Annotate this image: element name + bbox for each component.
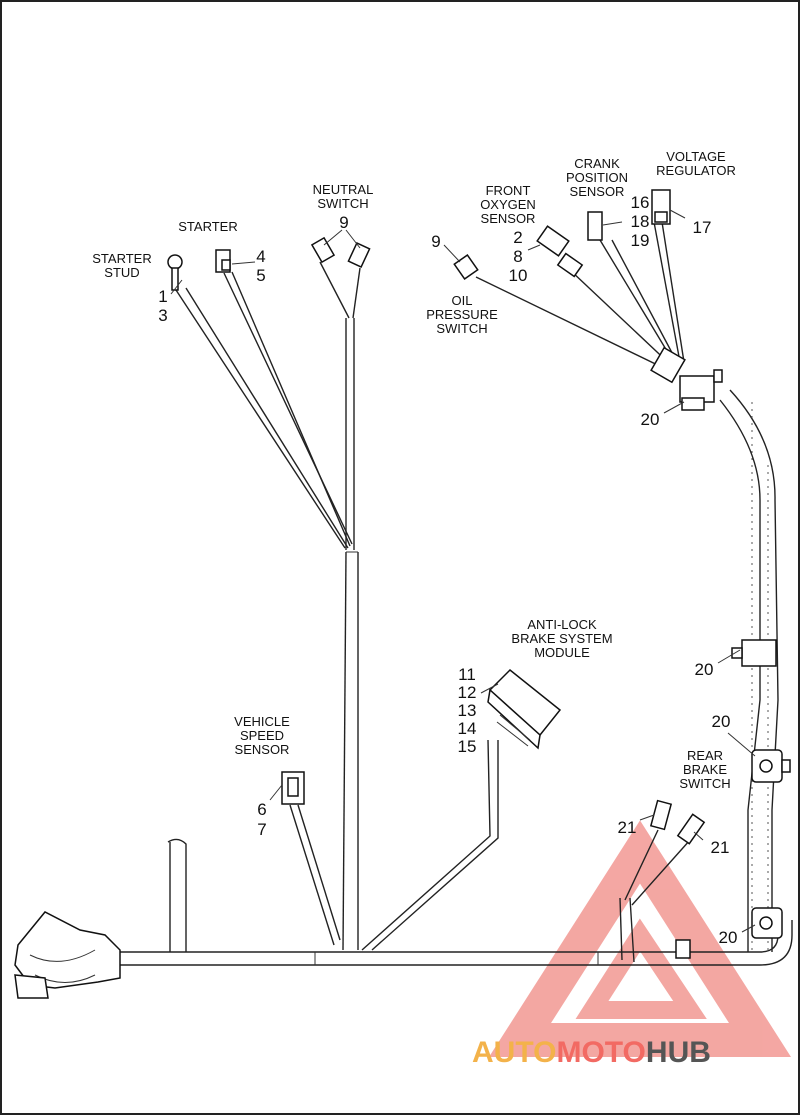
watermark-text: AUTOMOTOHUB [472,1036,711,1069]
label-front-oxygen-sensor: FRONT OXYGEN SENSOR [480,183,536,226]
label-line: POSITION [566,170,628,185]
callout-number: 5 [256,266,265,285]
label-line: OXYGEN [480,197,536,212]
callout-number: 1 [158,287,167,306]
label-line: SPEED [240,728,284,743]
watermark-hub: HUB [646,1036,711,1069]
rear-brake-switch-connector-left [649,799,673,831]
label-line: OIL [452,293,473,308]
neutral-switch-connector-left [310,236,336,264]
label-starter-stud: STARTER STUD [92,251,151,280]
label-line: REAR [687,748,723,763]
callout-voltage-regulator: 17 [693,218,712,237]
callout-number: 4 [256,247,265,266]
crank-position-sensor-connector [587,211,603,241]
callout-number: 6 [257,800,266,819]
harness-clip-rear-1 [751,749,791,783]
label-line: STARTER [92,251,151,266]
watermark-logo [488,820,792,1057]
callouts-vehicle-speed-sensor: 6 7 [257,800,266,839]
callout-rear-brake-switch-left: 21 [618,818,637,837]
leader-lines [170,209,756,933]
trunk-clip [675,939,691,959]
label-line: BRAKE SYSTEM [511,631,612,646]
label-line: FRONT [486,183,531,198]
callout-number: 12 [458,683,477,702]
callout-number: 15 [458,737,477,756]
label-line: SWITCH [436,321,487,336]
callout-oil-pressure-switch: 9 [431,232,440,251]
label-starter: STARTER [178,219,237,234]
neutral-switch-connector-right [347,241,371,269]
main-harness-connector [14,911,121,999]
harness-clip-rear-2 [751,907,783,939]
callout-number: 11 [458,665,476,684]
callout-number: 3 [158,306,167,325]
harness-clip-mid [731,639,777,667]
label-voltage-regulator: VOLTAGE REGULATOR [656,149,736,178]
label-line: SENSOR [235,742,290,757]
label-vehicle-speed-sensor: VEHICLE SPEED SENSOR [234,714,290,757]
harness-clip-upper [650,346,723,411]
callout-clip-rear-2: 20 [719,928,738,947]
label-crank-position-sensor: CRANK POSITION SENSOR [566,156,628,199]
label-neutral-switch: NEUTRAL SWITCH [313,182,374,211]
callout-neutral-switch: 9 [339,213,348,232]
label-line: SENSOR [570,184,625,199]
callouts-front-oxygen-sensor: 2 8 10 [509,228,528,285]
label-line: ANTI-LOCK [527,617,597,632]
label-line: CRANK [574,156,620,171]
label-line: SENSOR [481,211,536,226]
watermark-moto: MOTO [556,1036,645,1069]
label-line: BRAKE [683,762,727,777]
watermark-auto: AUTO [472,1036,556,1069]
label-line: STARTER [178,219,237,234]
callouts-starter-stud: 1 3 [158,287,167,325]
main-harness-trunk [120,221,793,966]
callout-clip-mid: 20 [695,660,714,679]
label-line: VEHICLE [234,714,290,729]
label-abs-module: ANTI-LOCK BRAKE SYSTEM MODULE [511,617,612,660]
label-oil-pressure-switch: OIL PRESSURE SWITCH [426,293,498,336]
callout-number: 13 [458,701,477,720]
callout-clip-rear-1: 20 [712,712,731,731]
callouts-crank-position-sensor: 16 18 19 [631,193,650,250]
callout-number: 18 [631,212,650,231]
callout-number: 19 [631,231,650,250]
callout-rear-brake-switch-right: 21 [711,838,730,857]
callout-clip-upper: 20 [641,410,660,429]
label-line: NEUTRAL [313,182,374,197]
label-line: PRESSURE [426,307,498,322]
label-line: MODULE [534,645,590,660]
label-line: REGULATOR [656,163,736,178]
callout-number: 10 [509,266,528,285]
callouts-abs-module: 11 12 13 14 15 [458,665,477,756]
starter-stud-ring-terminal [167,254,183,270]
front-oxygen-sensor-connector [536,225,570,257]
rear-brake-switch-connector-right [676,813,706,845]
callouts-starter: 4 5 [256,247,265,285]
callout-number: 16 [631,193,650,212]
callout-number: 8 [513,247,522,266]
oil-pressure-switch-connector [453,253,479,281]
callout-number: 14 [458,719,477,738]
label-line: SWITCH [317,196,368,211]
abs-module-connector [487,668,562,750]
label-rear-brake-switch: REAR BRAKE SWITCH [679,748,730,791]
label-line: STUD [104,265,139,280]
label-line: VOLTAGE [666,149,726,164]
callout-number: 7 [257,820,266,839]
callout-number: 2 [513,228,522,247]
label-line: SWITCH [679,776,730,791]
